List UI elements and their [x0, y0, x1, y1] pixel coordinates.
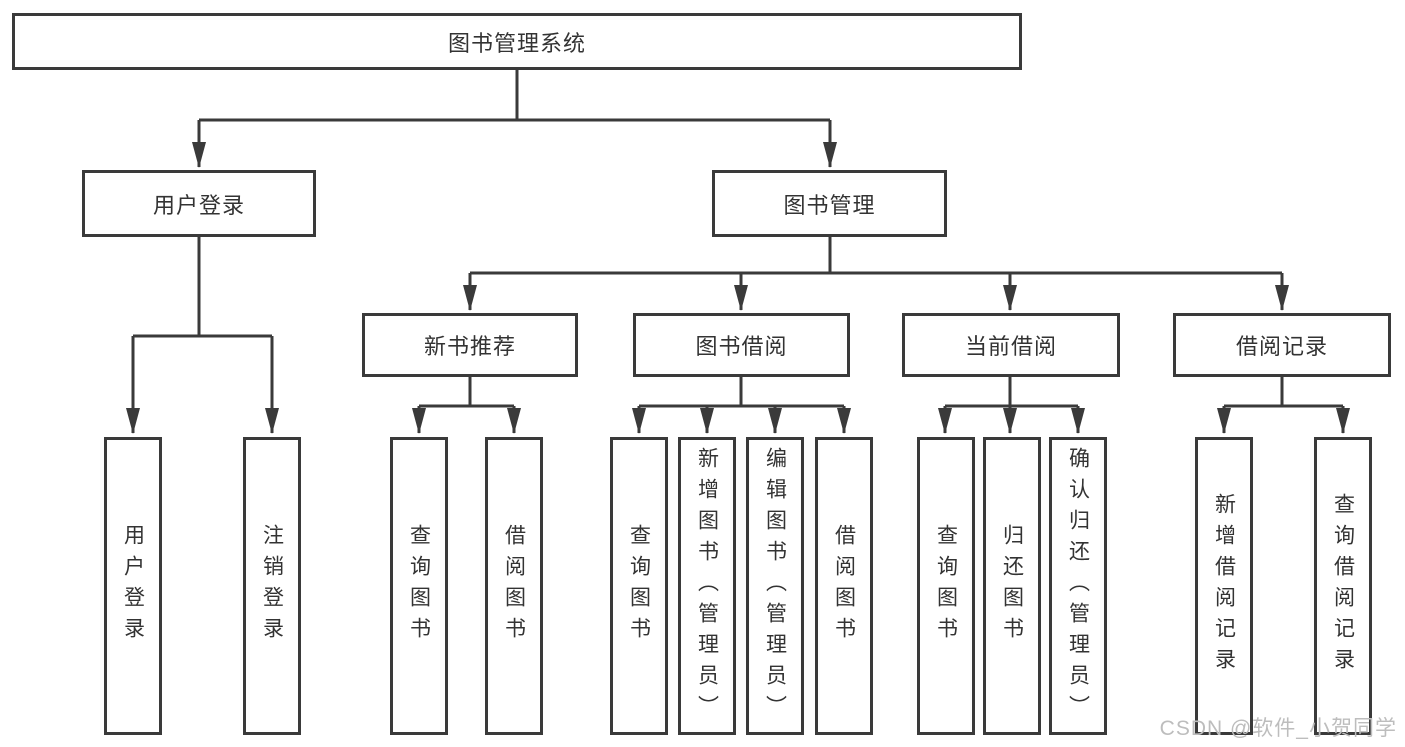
node-label: 用户登录: [152, 192, 245, 218]
leaf-edit-books-admin: 编辑图书（管理员）: [746, 437, 804, 735]
node-label: 当前借阅: [964, 334, 1057, 359]
leaf-label: 借阅图书: [832, 524, 856, 648]
connector-skeleton: [133, 70, 1343, 408]
node-new-book-recommendation: 新书推荐: [362, 313, 578, 377]
leaf-label: 借阅图书: [502, 524, 526, 648]
node-user-login: 用户登录: [82, 170, 316, 237]
leaf-label: 新增借阅记录: [1212, 493, 1236, 679]
connector-arrowheads: [126, 120, 1350, 434]
leaf-borrow-books-recommend: 借阅图书: [485, 437, 543, 735]
leaf-confirm-return-admin: 确认归还（管理员）: [1049, 437, 1107, 735]
leaf-label: 归还图书: [1000, 524, 1024, 648]
leaf-add-borrow-record: 新增借阅记录: [1195, 437, 1253, 735]
leaf-user-login: 用户登录: [104, 437, 162, 735]
node-label: 图书管理: [783, 192, 876, 218]
leaf-label: 编辑图书（管理员）: [763, 446, 787, 726]
leaf-label: 查询图书: [627, 524, 651, 648]
leaf-query-books-borrowing: 查询图书: [610, 437, 668, 735]
leaf-label: 注销登录: [260, 524, 284, 648]
leaf-query-books-recommend: 查询图书: [390, 437, 448, 735]
leaf-query-books-current: 查询图书: [917, 437, 975, 735]
node-current-borrowing: 当前借阅: [902, 313, 1120, 377]
leaf-query-borrow-record: 查询借阅记录: [1314, 437, 1372, 735]
node-book-borrowing: 图书借阅: [633, 313, 850, 377]
leaf-logout: 注销登录: [243, 437, 301, 735]
node-label: 新书推荐: [423, 334, 516, 359]
leaf-label: 查询图书: [407, 524, 431, 648]
node-borrowing-records: 借阅记录: [1173, 313, 1391, 377]
leaf-add-books-admin: 新增图书（管理员）: [678, 437, 736, 735]
leaf-label: 新增图书（管理员）: [695, 446, 719, 726]
leaf-return-books: 归还图书: [983, 437, 1041, 735]
leaf-label: 查询图书: [934, 524, 958, 648]
leaf-label: 确认归还（管理员）: [1066, 446, 1090, 726]
node-label: 图书借阅: [695, 334, 788, 359]
leaf-label: 查询借阅记录: [1331, 493, 1355, 679]
leaf-label: 用户登录: [121, 524, 145, 648]
csdn-watermark: CSDN @软件_小贺同学: [1159, 717, 1397, 740]
node-book-management: 图书管理: [712, 170, 947, 237]
leaf-borrow-books: 借阅图书: [815, 437, 873, 735]
node-library-management-system: 图书管理系统: [12, 13, 1022, 70]
node-label: 借阅记录: [1235, 334, 1328, 359]
node-label: 图书管理系统: [447, 30, 586, 56]
